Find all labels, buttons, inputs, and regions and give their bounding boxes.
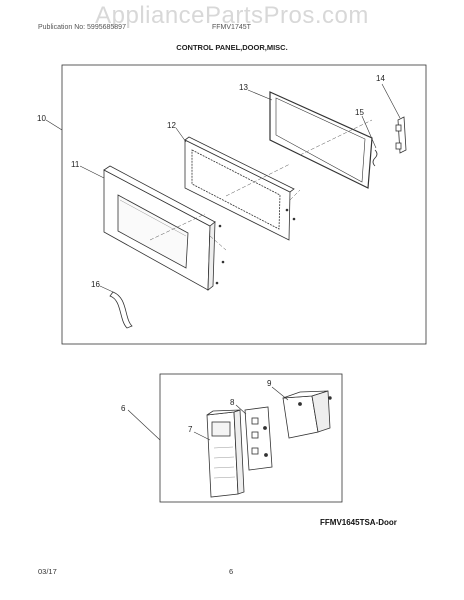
part-mounting-bracket	[282, 390, 332, 439]
ref-label-6: 6	[121, 404, 126, 413]
watermark-logo: AppliancePartsPros.com	[95, 2, 369, 29]
part-latch-bracket	[395, 116, 407, 154]
publication-number: Publication No: 5995685897	[38, 24, 126, 31]
ref-label-11: 11	[71, 160, 80, 169]
screws	[215, 208, 296, 285]
door-assembly-frame	[61, 64, 427, 345]
ref-label-10: 10	[37, 114, 46, 123]
ref-label-12: 12	[167, 121, 176, 130]
ref-label-7: 7	[188, 425, 193, 434]
model-variant-label: FFMV1645TSA-Door	[320, 518, 397, 527]
leader-lines-upper	[45, 83, 401, 293]
part-latch-spring	[372, 149, 378, 167]
part-door-handle	[109, 291, 133, 329]
part-door-choke-frame	[269, 91, 373, 189]
ref-label-16: 16	[91, 280, 100, 289]
ref-label-8: 8	[230, 398, 235, 407]
ref-label-13: 13	[239, 83, 248, 92]
ref-label-9: 9	[267, 379, 272, 388]
part-control-board	[244, 406, 273, 471]
section-title: CONTROL PANEL,DOOR,MISC.	[176, 43, 288, 52]
part-control-panel	[206, 409, 245, 498]
footer-date: 03/17	[38, 567, 57, 576]
page-number: 6	[229, 567, 234, 576]
control-panel-frame	[159, 373, 343, 503]
leader-lines-lower	[127, 386, 289, 441]
ref-label-14: 14	[376, 74, 385, 83]
ref-label-15: 15	[355, 108, 364, 117]
assembly-lines	[149, 119, 373, 251]
part-outer-door	[103, 165, 216, 291]
model-number: FFMV1745T	[212, 24, 251, 31]
